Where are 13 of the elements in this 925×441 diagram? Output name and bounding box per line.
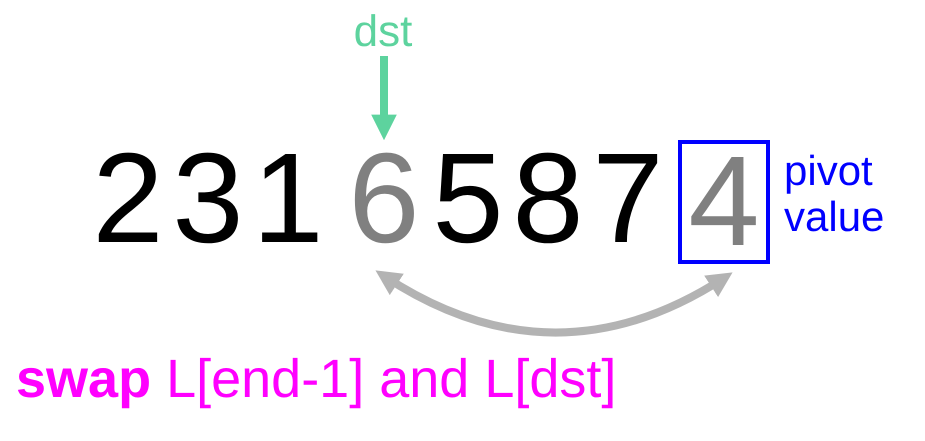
digit: 5 xyxy=(428,132,508,266)
digit: 2 xyxy=(88,132,168,266)
digit: 7 xyxy=(588,132,668,266)
digit: 8 xyxy=(508,132,588,266)
digit-box: 4 xyxy=(678,140,770,264)
caption-text: swap L[end-1] and L[dst] xyxy=(16,352,616,406)
pointer-label: dst xyxy=(350,8,416,56)
digit: 1 xyxy=(248,132,328,266)
digit: 3 xyxy=(168,132,248,266)
annotation-text: pivot value xyxy=(784,148,886,240)
arrow xyxy=(375,270,733,336)
arrow xyxy=(371,56,397,140)
digit: 6 xyxy=(344,132,424,266)
